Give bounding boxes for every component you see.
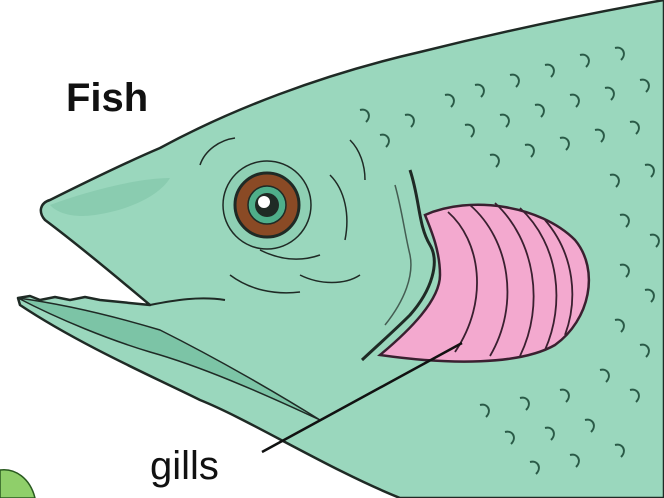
gills-label: gills xyxy=(150,446,219,486)
eye xyxy=(223,161,311,249)
plant-leaf xyxy=(0,470,35,498)
title-label: Fish xyxy=(66,78,148,118)
